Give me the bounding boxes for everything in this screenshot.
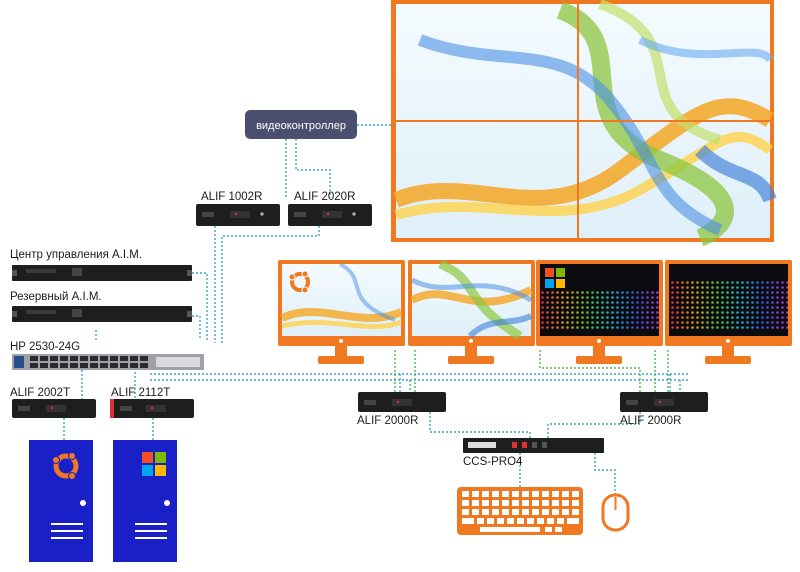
video-controller: видеоконтроллер xyxy=(245,110,357,139)
alif-2112t-label: ALIF 2112T xyxy=(111,387,170,399)
monitor-2 xyxy=(408,259,535,364)
alif-2002t-label: ALIF 2002T xyxy=(10,387,70,399)
ubuntu-icon xyxy=(288,270,310,294)
switch-hp: HP 2530-24G xyxy=(10,341,204,370)
alif-2020r: ALIF 2020R xyxy=(288,191,372,226)
alif-2002t: ALIF 2002T xyxy=(10,387,96,418)
alif-2020r-label: ALIF 2020R xyxy=(294,191,355,203)
alif-1002r: ALIF 1002R xyxy=(196,191,280,226)
windows-icon xyxy=(545,268,565,288)
video-controller-label: видеоконтроллер xyxy=(256,120,346,132)
alif-2112t: ALIF 2112T xyxy=(110,387,194,418)
aim-center: Центр управления A.I.M. xyxy=(10,249,192,281)
aim-reserve-label: Резервный A.I.M. xyxy=(10,291,102,303)
mouse-icon xyxy=(601,493,630,532)
monitor-4 xyxy=(665,260,792,364)
monitor-1 xyxy=(278,260,405,364)
tower-windows xyxy=(113,440,177,562)
monitor-3 xyxy=(536,260,663,364)
video-wall xyxy=(391,0,777,247)
alif-1002r-label: ALIF 1002R xyxy=(201,191,262,203)
ubuntu-icon xyxy=(52,452,79,480)
alif-2000r-left: ALIF 2000R xyxy=(357,392,446,427)
ccs-pro4-label: CCS-PRO4 xyxy=(463,456,523,468)
ccs-pro4: CCS-PRO4 xyxy=(463,438,604,468)
switch-label: HP 2530-24G xyxy=(10,341,80,353)
windows-icon xyxy=(142,452,166,476)
alif-2000r-left-label: ALIF 2000R xyxy=(357,415,418,427)
aim-reserve: Резервный A.I.M. xyxy=(10,291,192,322)
alif-2000r-right-label: ALIF 2000R xyxy=(620,415,681,427)
alif-2000r-right: ALIF 2000R xyxy=(620,392,708,427)
tower-ubuntu xyxy=(29,440,93,562)
aim-center-label: Центр управления A.I.M. xyxy=(10,249,142,261)
keyboard-icon xyxy=(457,487,583,535)
